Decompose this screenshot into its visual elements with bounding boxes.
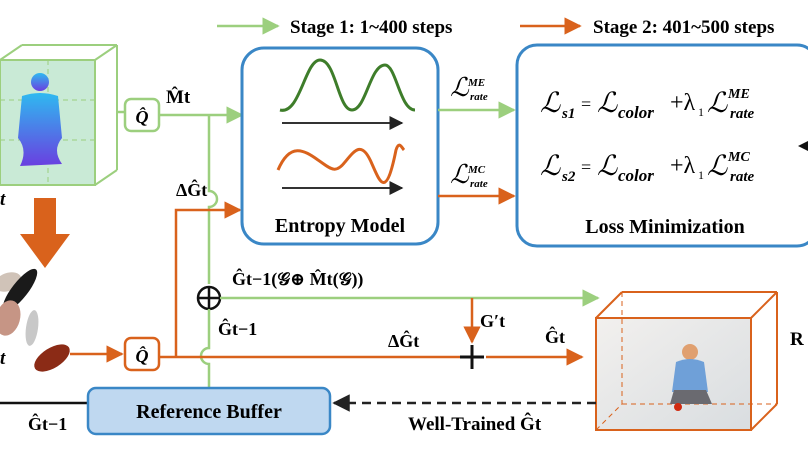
svg-text:ℒ: ℒ [597,88,618,119]
rate-curve-me [279,58,416,112]
g-prime-t-label: G′t [480,311,505,331]
entropy-model-box: Entropy Model [240,46,440,246]
g-prev-mid-label: Ĝt−1 [218,317,257,339]
g-prev-transform-label: Ĝt−1(𝒢⊕ M̂t(𝒢)) [232,267,363,290]
seated-person-icon [670,344,712,411]
svg-text:MC: MC [727,150,750,165]
svg-text:ℒ: ℒ [540,151,561,182]
loss-eq2: ℒ s2 = ℒ color +λ 1 ℒ MC rate [540,150,755,185]
well-trained-label: Well-Trained Ĝt [408,412,542,435]
svg-text:ℒ: ℒ [540,88,561,119]
output-scene-cube [595,291,778,431]
input-volume-cube [0,44,118,186]
legend-stage2: Stage 2: 401~500 steps [520,17,774,38]
svg-text:ME: ME [467,77,485,89]
svg-text:+λ: +λ [670,90,696,116]
svg-text:color: color [618,166,654,185]
loss-minimization-box: ℒ s1 = ℒ color +λ 1 ℒ ME rate ℒ s2 = ℒ c… [515,43,808,248]
legend-stage2-label: Stage 2: 401~500 steps [593,17,774,38]
svg-text:ℒ: ℒ [707,88,728,119]
plus-icon [460,345,484,369]
rate-curve-mc [276,143,406,184]
oplus-icon [196,285,222,311]
loss-eq1: ℒ s1 = ℒ color +λ 1 ℒ ME rate [540,87,755,122]
orange-arrow-to-entropy [174,201,242,357]
delta-g-t-lower-label: ΔĜt [388,329,419,351]
green-link-from-buffer [199,309,211,395]
right-cut-label: R [790,329,804,350]
svg-text:s1: s1 [561,106,575,122]
svg-text:rate: rate [470,91,488,103]
g-prev-bottom-label: Ĝt−1 [28,412,67,434]
svg-text:rate: rate [470,178,488,190]
svg-text:=: = [581,157,591,177]
person-icon [18,73,62,166]
entropy-model-title: Entropy Model [275,215,406,237]
svg-text:+λ: +λ [670,153,696,179]
quantizer-top: Q̂ [123,97,161,133]
rate-mc-label: ℒ MC rate [450,160,488,190]
reference-buffer-box: Reference Buffer [86,386,332,436]
svg-text:MC: MC [467,164,486,176]
svg-text:ℒ: ℒ [707,151,728,182]
m-hat-t-label: M̂t [166,87,191,108]
svg-text:1: 1 [698,168,704,182]
rate-me-label: ℒ ME rate [450,73,488,103]
loss-minimization-title: Loss Minimization [585,216,744,238]
svg-text:ℒ: ℒ [450,160,470,189]
delta-g-t-upper-label: ΔĜt [176,178,207,200]
left-t-top-label: t [0,189,6,210]
reference-buffer-title: Reference Buffer [136,401,282,423]
svg-text:rate: rate [730,169,755,185]
svg-text:ℒ: ℒ [450,73,470,102]
quantizer-bottom: Q̂ [123,336,161,372]
quantizer-bottom-label: Q̂ [136,346,149,366]
left-t-bottom-label: t [0,348,6,369]
green-vertical-link [207,115,219,284]
quantizer-top-label: Q̂ [136,107,149,127]
big-down-arrow-icon [20,198,70,268]
svg-text:=: = [581,94,591,114]
svg-text:rate: rate [730,106,755,122]
svg-text:ME: ME [727,87,750,102]
legend-stage1: Stage 1: 1~400 steps [217,17,452,38]
svg-text:ℒ: ℒ [597,151,618,182]
g-hat-t-label: Ĝt [545,325,565,347]
svg-text:1: 1 [698,105,704,119]
legend-stage1-label: Stage 1: 1~400 steps [290,17,452,38]
svg-text:color: color [618,103,654,122]
svg-text:s2: s2 [561,169,576,185]
gaussian-ellipsoids-icon [0,268,70,372]
